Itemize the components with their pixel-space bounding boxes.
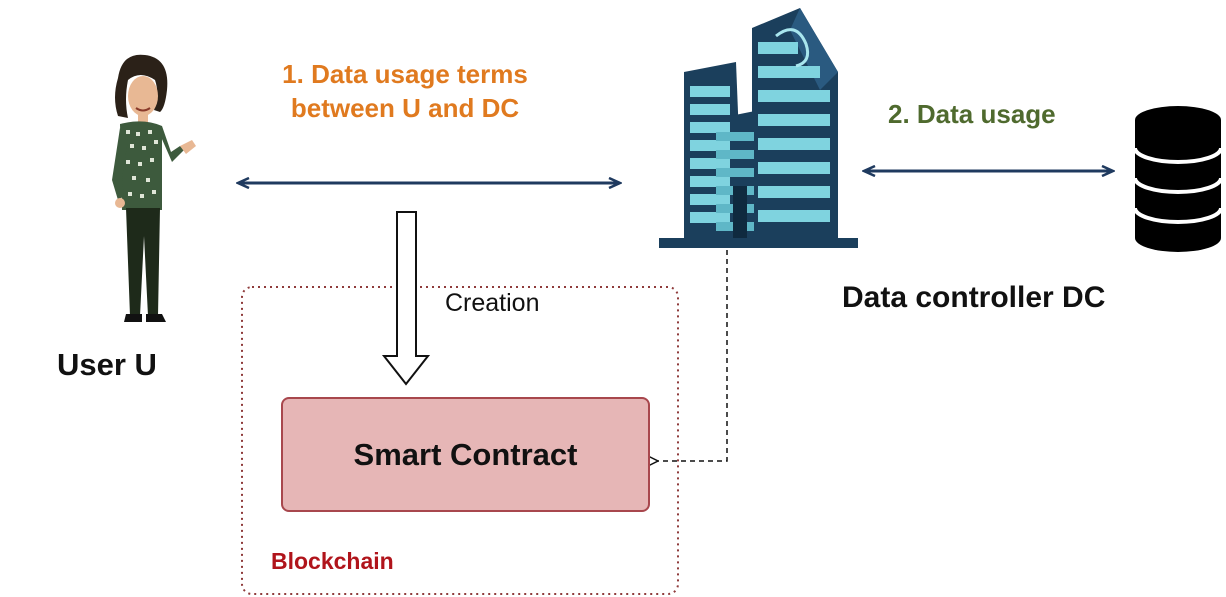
data-usage-label: 2. Data usage: [888, 99, 1056, 129]
dc-to-contract-connector: [658, 250, 728, 461]
blockchain-label: Blockchain: [271, 548, 394, 574]
creation-label: Creation: [445, 289, 540, 317]
user-label: User U: [57, 347, 157, 382]
user-figure-icon: [112, 54, 196, 322]
data-usage-terms-line-1: 1. Data usage terms: [282, 59, 528, 89]
data-controller-label: Data controller DC: [842, 281, 1106, 314]
database-icon: [1133, 106, 1223, 252]
data-usage-terms-line-2: between U and DC: [290, 93, 520, 123]
blockchain-boundary: [241, 286, 679, 595]
smart-contract-label: Smart Contract: [353, 436, 578, 472]
smart-contract-box: Smart Contract: [281, 397, 650, 512]
data-usage-terms-label: 1. Data usage terms between U and DC: [250, 57, 560, 125]
office-building-icon: [659, 8, 858, 248]
creation-arrow: [381, 211, 431, 386]
